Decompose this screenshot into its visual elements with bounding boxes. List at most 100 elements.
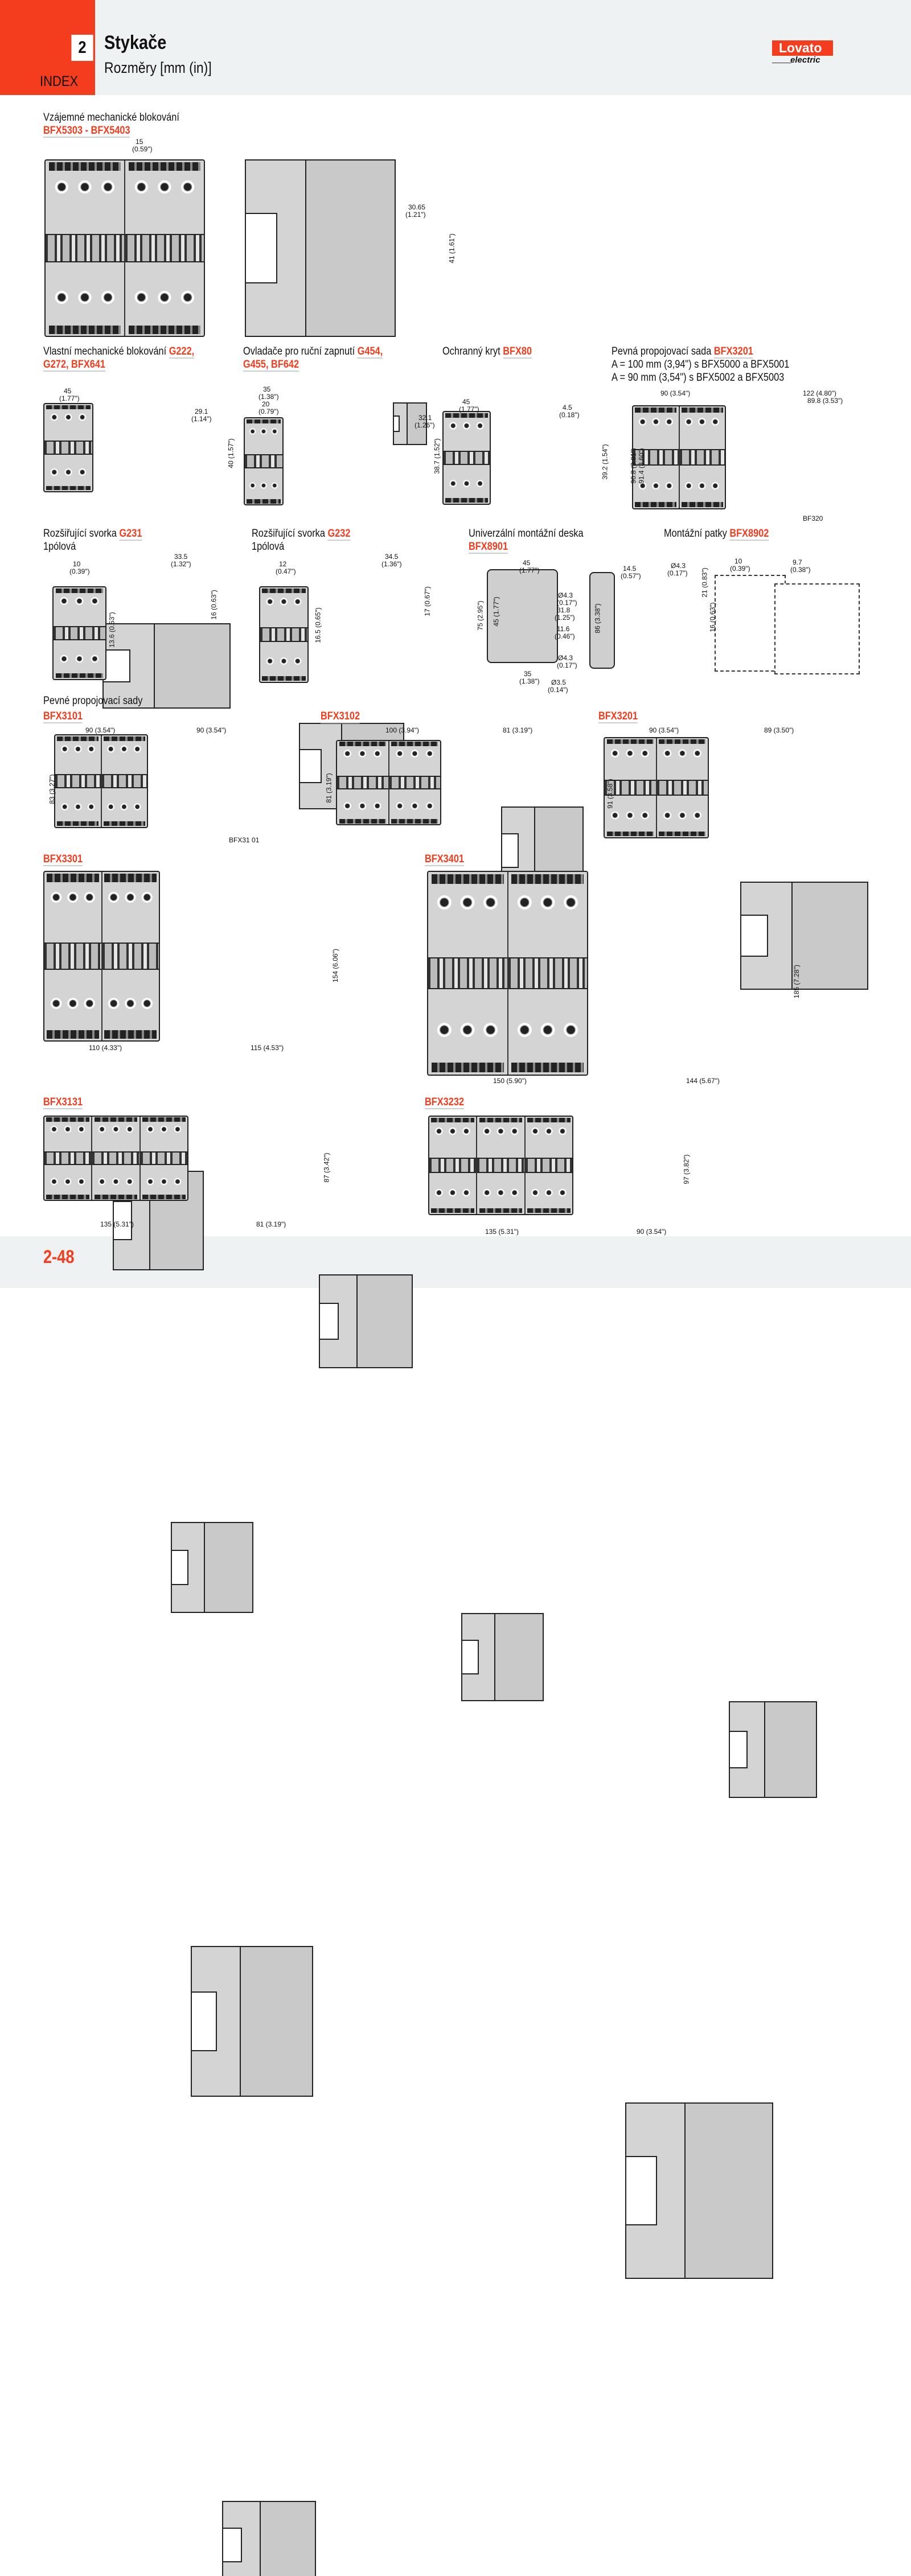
- product-code-link[interactable]: G222,: [169, 345, 195, 359]
- terminal-strip: [48, 162, 121, 171]
- product-code-link[interactable]: G232: [327, 528, 351, 541]
- product-code-link[interactable]: BFX3201: [713, 345, 753, 359]
- product-code-link[interactable]: BFX3101: [43, 710, 83, 723]
- contactor-body: [305, 159, 396, 337]
- screw-row: [512, 1018, 582, 1043]
- product-code-link[interactable]: BFX3301: [43, 853, 83, 866]
- dimension-label: 45: [462, 398, 470, 406]
- dimension-label: (0.17"): [557, 661, 577, 669]
- terminal-strip: [103, 736, 145, 741]
- mounting-foot-outline-drawing: [715, 575, 786, 672]
- screw-row: [392, 801, 437, 811]
- screw-row: [104, 743, 145, 755]
- screw-row: [130, 176, 199, 197]
- product-code-link[interactable]: G455, BF642: [243, 359, 299, 372]
- product-code-link[interactable]: BFX8901: [469, 541, 508, 554]
- product-code-link[interactable]: BFX3131: [43, 1096, 83, 1109]
- screw-row: [95, 1124, 137, 1134]
- terminal-strip: [103, 821, 145, 826]
- contactor-unit: [429, 1117, 478, 1214]
- terminal-strip: [46, 485, 91, 491]
- product-code-link[interactable]: BFX8902: [729, 528, 769, 541]
- section-title: Ovladače pro ruční zapnutí G454,: [243, 345, 383, 359]
- contactor-unit: [44, 872, 102, 1040]
- screw-row: [262, 655, 305, 667]
- product-code-link[interactable]: G231: [119, 528, 142, 541]
- dimension-label: (0.18"): [559, 411, 580, 419]
- section-codes: G272, BFX641: [43, 358, 106, 372]
- dimension-label: (1.25"): [555, 614, 575, 622]
- contactor-unit: [46, 161, 125, 336]
- terminal-strip: [606, 831, 654, 837]
- index-link[interactable]: INDEX: [40, 73, 79, 89]
- contactor-side-view-drawing: [740, 882, 868, 990]
- screw-row: [682, 415, 723, 428]
- contactor-body: [764, 1701, 817, 1798]
- product-code-link[interactable]: BFX3201: [598, 710, 638, 723]
- dimension-label: 10: [73, 560, 81, 568]
- dimension-label: 35: [524, 670, 532, 678]
- screw-row: [47, 1124, 89, 1134]
- contactor-unit: [54, 587, 105, 679]
- product-code-link[interactable]: G454,: [357, 345, 383, 359]
- product-code-link[interactable]: BFX3232: [425, 1096, 465, 1109]
- mounting-foot-outline-drawing: [774, 583, 860, 674]
- contactor-body: [240, 1946, 313, 2097]
- dimension-label: 21 (0.83"): [700, 567, 709, 598]
- dimension-label: 81 (3.19"): [325, 773, 333, 803]
- dimension-label: 154 (6.06"): [331, 949, 339, 982]
- screw-row: [50, 286, 120, 308]
- contactor-unit: [125, 161, 204, 336]
- terminal-strip: [431, 1117, 475, 1123]
- section-title-text: Rozšiřující svorka: [252, 528, 328, 540]
- terminal-strip: [262, 588, 306, 593]
- interlock-band: [44, 441, 92, 455]
- dimension-label: (0.17"): [557, 599, 577, 607]
- contactor-front-view-drawing: [442, 411, 491, 505]
- din-rail-clip: [102, 649, 130, 683]
- dimension-label: BF320: [803, 515, 823, 522]
- dimension-label: 29.1: [195, 408, 208, 415]
- screw-row: [528, 1125, 570, 1137]
- din-rail-clip: [191, 1991, 218, 2051]
- screw-row: [608, 809, 653, 822]
- screw-row: [262, 595, 305, 607]
- terminal-strip: [391, 819, 438, 824]
- contactor-unit: [633, 406, 680, 508]
- section-title: Pevné propojovací sady: [43, 695, 143, 707]
- terminal-strip: [431, 1062, 504, 1073]
- contactor-unit: [525, 1117, 572, 1214]
- product-code-link[interactable]: BFX80: [503, 345, 532, 359]
- product-code-link[interactable]: G272, BFX641: [43, 359, 106, 372]
- terminal-strip: [128, 162, 201, 171]
- screw-row: [433, 890, 503, 915]
- contactor-unit: [101, 735, 147, 827]
- terminal-strip: [445, 413, 488, 418]
- terminal-strip: [46, 405, 91, 410]
- chapter-number: 2: [71, 35, 93, 61]
- section-title: Montážní patky BFX8902: [664, 527, 769, 541]
- section-codes: G455, BF642: [243, 358, 299, 372]
- contactor-unit: [679, 406, 725, 508]
- section-title-text: Ovladače pro ruční zapnutí: [243, 345, 358, 357]
- section-title: Rozšiřující svorka G232: [252, 527, 351, 541]
- product-code-link[interactable]: BFX5303 - BFX5403: [43, 125, 130, 138]
- dimension-label: 90 (3.54"): [637, 1228, 667, 1236]
- dimension-label: (1.26"): [415, 421, 435, 429]
- product-code-link[interactable]: BFX3401: [425, 853, 465, 866]
- dimension-label: 45: [523, 559, 531, 567]
- screw-row: [340, 801, 385, 811]
- contactor-side-view-drawing: [191, 1946, 313, 2097]
- screw-row: [47, 467, 89, 478]
- dimension-label: 34.5: [385, 553, 399, 561]
- terminal-strip: [511, 1062, 584, 1073]
- contactor-front-view-drawing: [43, 871, 160, 1042]
- product-code-link[interactable]: BFX3102: [321, 710, 360, 723]
- dimension-label: 31.8: [557, 606, 571, 614]
- screw-row: [433, 1018, 503, 1043]
- interlock-band: [140, 1151, 187, 1165]
- contactor-body: [494, 1613, 544, 1701]
- terminal-strip: [104, 873, 157, 882]
- din-rail-clip: [625, 2155, 658, 2226]
- dimension-label: BFX31 01: [229, 836, 260, 844]
